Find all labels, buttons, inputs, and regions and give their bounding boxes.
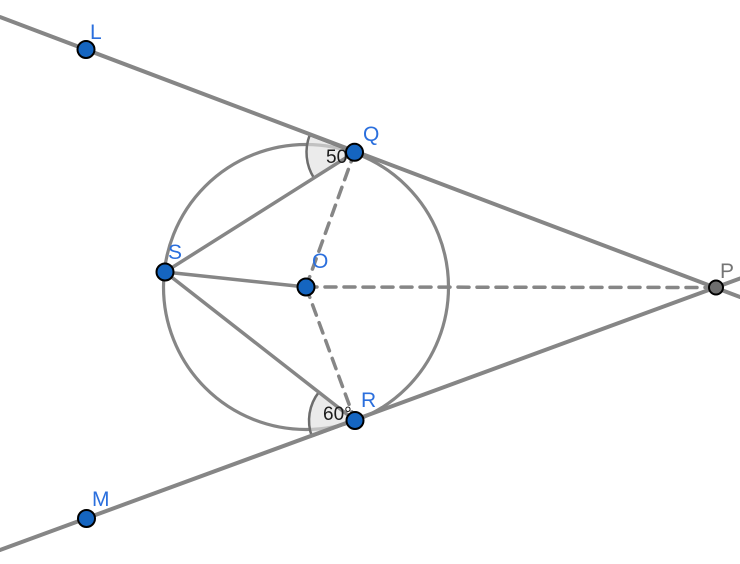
point-l[interactable] (76, 40, 96, 59)
point-q[interactable] (345, 142, 364, 162)
chord-s-r[interactable] (163, 270, 357, 423)
point-label-l: L (90, 21, 102, 44)
dashed-segment-o-q[interactable] (304, 150, 357, 289)
point-label-o: O (312, 250, 328, 273)
dashed-segment-o-p[interactable] (304, 285, 718, 290)
segment-s-o[interactable] (163, 270, 308, 289)
angle-at-r-value: 60° (323, 404, 352, 425)
point-p[interactable] (708, 279, 724, 296)
point-label-m: M (92, 488, 110, 511)
tangent-line-m-r-p[interactable] (0, 276, 740, 552)
chord-s-q[interactable] (163, 150, 357, 274)
dashed-segment-o-r[interactable] (304, 285, 357, 423)
point-o[interactable] (296, 277, 316, 297)
point-label-s: S (168, 241, 182, 264)
point-s[interactable] (155, 262, 175, 282)
point-label-p: P (720, 260, 734, 283)
point-m[interactable] (77, 509, 96, 528)
tangent-line-l-q-p[interactable] (0, 15, 740, 299)
point-label-q: Q (363, 123, 379, 146)
point-r[interactable] (345, 411, 365, 430)
point-label-r: R (361, 389, 376, 412)
